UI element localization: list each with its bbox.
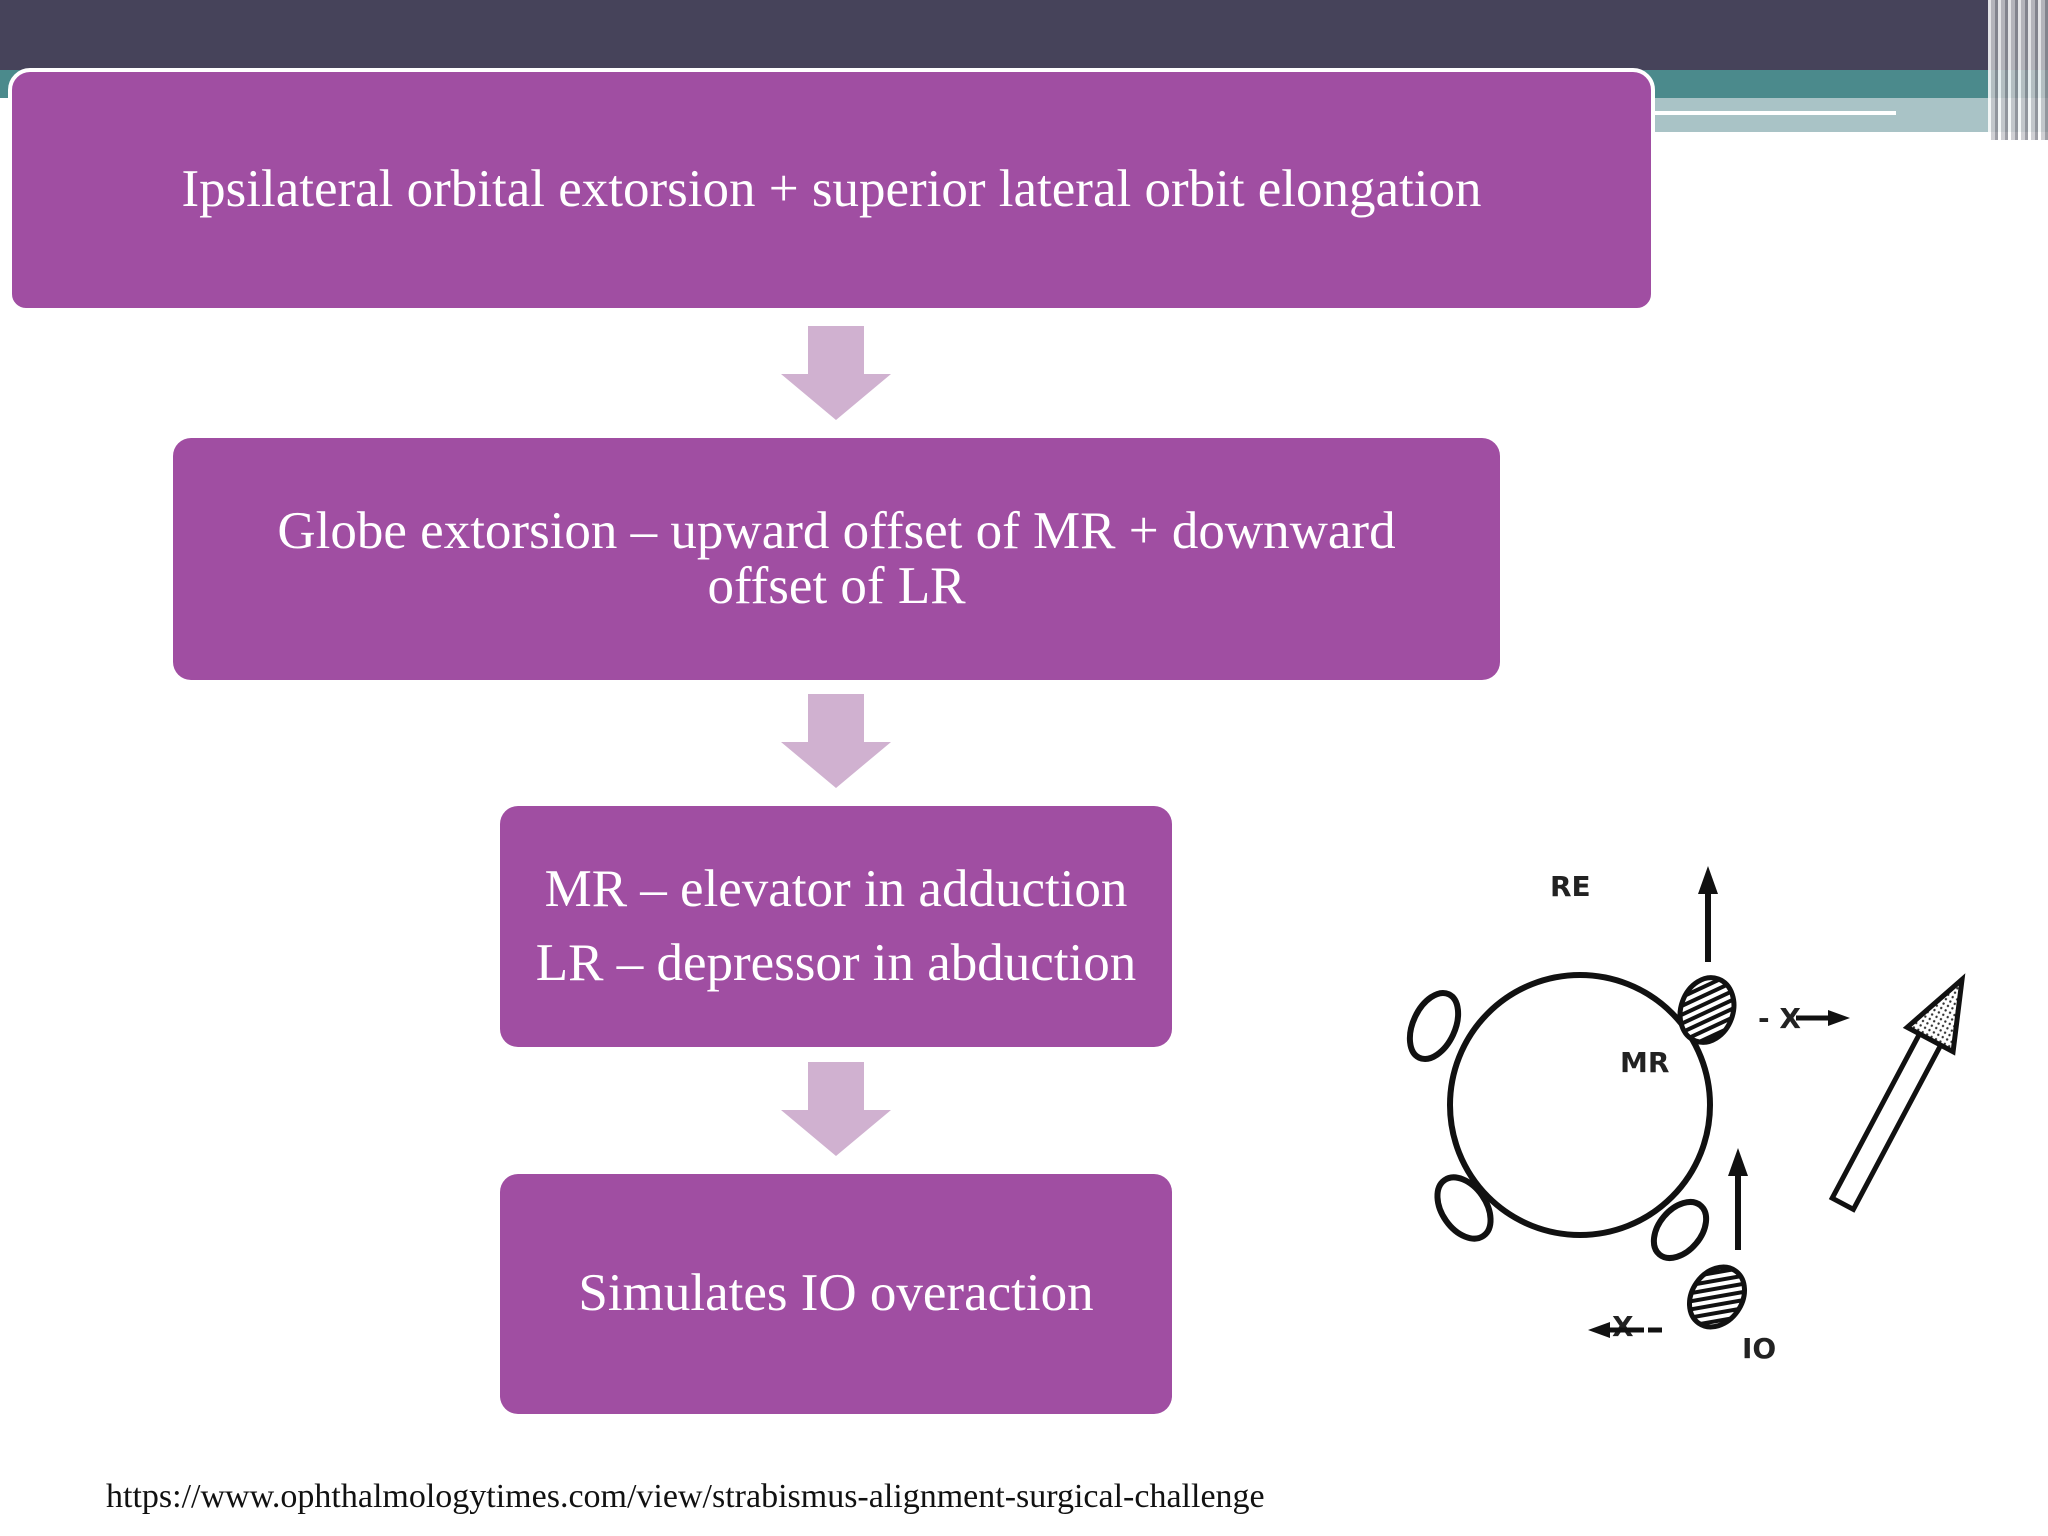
flow-arrow-3-icon [781, 1062, 891, 1156]
eye-muscle-figure: RE MR IO - X X [1406, 866, 1966, 1365]
label-re: RE [1550, 870, 1591, 903]
x-right-arrow-icon [1828, 1010, 1850, 1026]
label-x-left: X [1612, 1310, 1634, 1343]
label-io: IO [1742, 1332, 1776, 1365]
muscle-ellipse-upper-left [1406, 990, 1462, 1062]
header-accent-line [1650, 111, 1896, 115]
large-diagonal-arrow-icon [1828, 973, 1966, 1213]
upward-arrow-top-icon [1698, 866, 1718, 894]
upward-arrow-bottom-icon [1728, 1148, 1748, 1176]
flow-arrow-1-icon [781, 326, 891, 420]
flow-step-4: Simulates IO overaction [500, 1174, 1172, 1414]
label-mr: MR [1620, 1046, 1669, 1079]
io-muscle-hatched [1686, 1264, 1748, 1330]
globe-circle [1447, 972, 1713, 1238]
muscle-ellipse-lower-left [1434, 1174, 1494, 1242]
label-x-right: - X [1758, 1002, 1801, 1035]
header-edge-stripes [1988, 0, 2048, 140]
flow-step-2: Globe extorsion – upward offset of MR + … [173, 438, 1500, 680]
flow-step-2-text: Globe extorsion – upward offset of MR + … [277, 501, 1396, 615]
flow-arrow-2-icon [781, 694, 891, 788]
x-left-arrow-icon [1588, 1322, 1610, 1338]
flow-step-1: Ipsilateral orbital extorsion + superior… [8, 68, 1655, 312]
mr-muscle-hatched [1677, 975, 1737, 1045]
source-url: https://www.ophthalmologytimes.com/view/… [106, 1478, 1265, 1515]
flow-step-1-text: Ipsilateral orbital extorsion + superior… [181, 160, 1482, 219]
header-bar [0, 0, 2048, 70]
flow-step-3: MR – elevator in adduction LR – depresso… [500, 806, 1172, 1047]
flow-step-4-text: Simulates IO overaction [578, 1264, 1094, 1323]
flow-step-3-line-1: MR – elevator in adduction [544, 860, 1128, 919]
muscle-ellipse-lower-right [1650, 1199, 1710, 1261]
flow-step-3-line-2: LR – depressor in abduction [535, 933, 1137, 992]
header-accent-light [1650, 98, 2048, 132]
